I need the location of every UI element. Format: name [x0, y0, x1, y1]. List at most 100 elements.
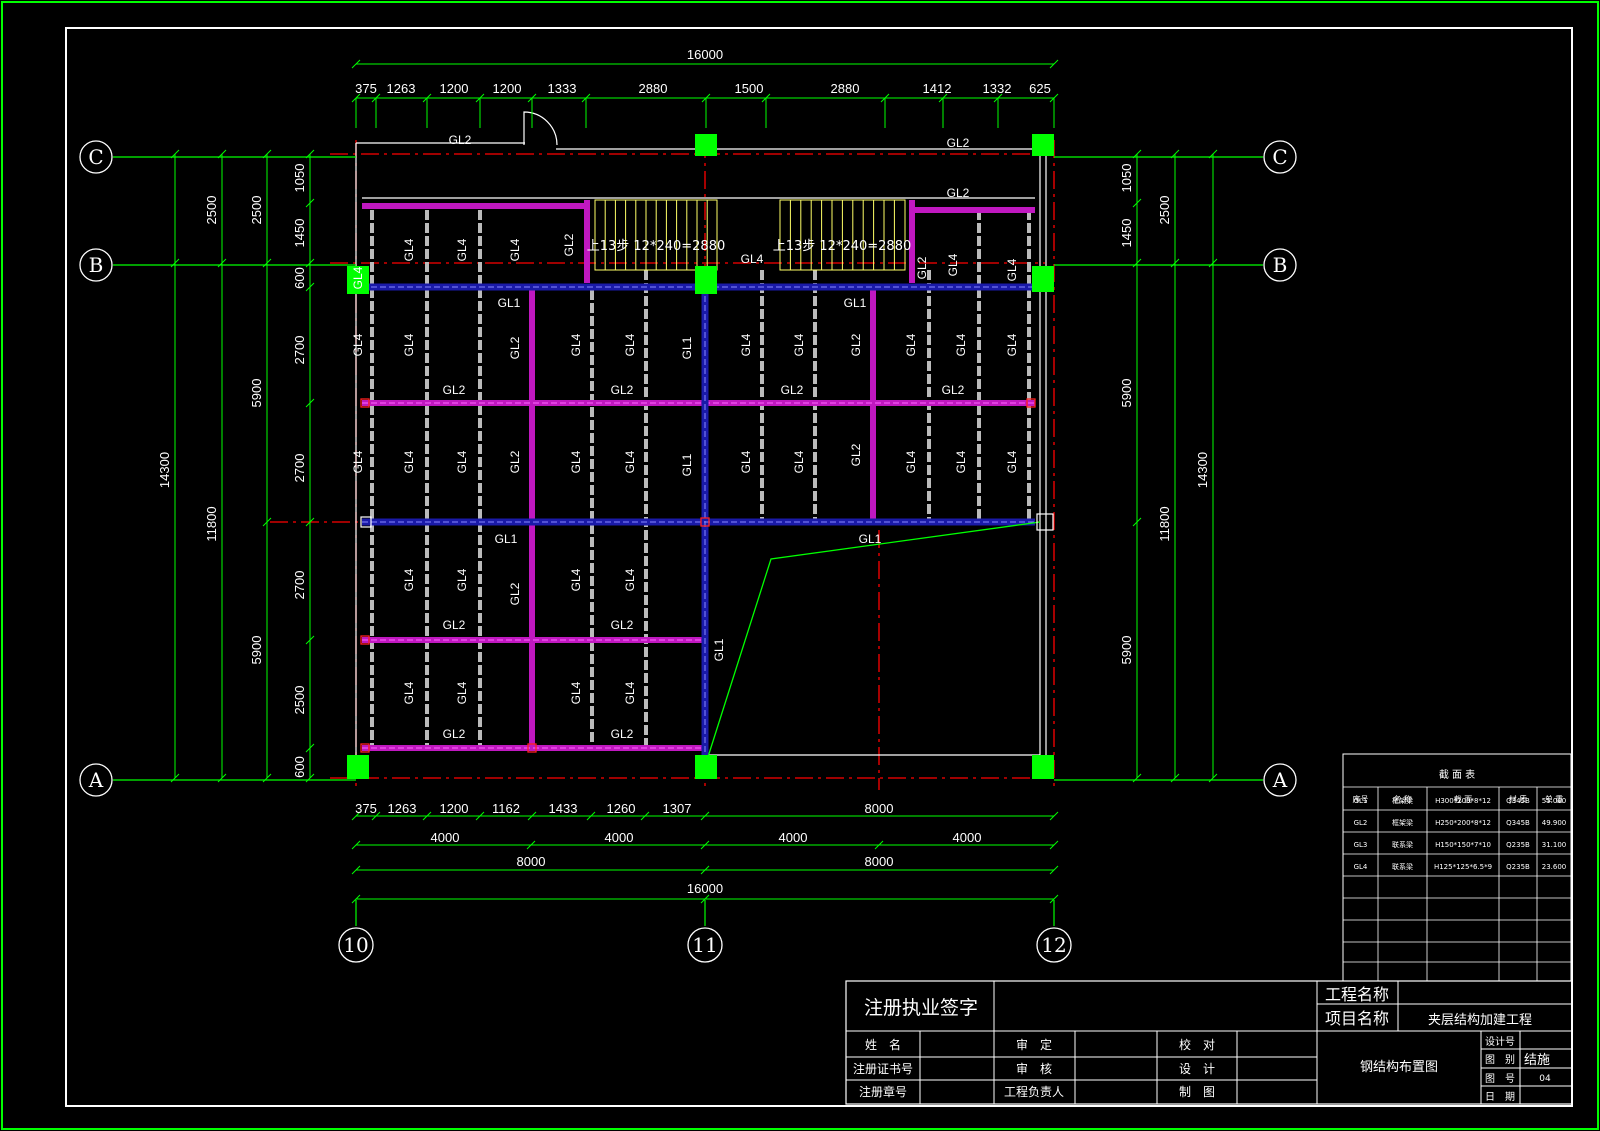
beam-label: GL4 — [508, 238, 522, 261]
table-cell: H125*125*6.5*9 — [1434, 863, 1492, 871]
axis-label-col: 11 — [692, 933, 717, 957]
beam-label: GL4 — [954, 450, 968, 473]
dim-tick — [217, 773, 227, 783]
dim: 1450 — [1119, 219, 1134, 248]
table-header: 单 重 — [1545, 794, 1564, 804]
dim: 1200 — [440, 801, 469, 816]
beam-label: GL2 — [947, 136, 970, 150]
drawing-category: 结施 — [1524, 1053, 1550, 1068]
beam-label: GL4 — [455, 681, 469, 704]
table-cell: H300*200*8*12 — [1435, 797, 1491, 805]
dim-tick — [1049, 840, 1059, 850]
dim-tick — [262, 517, 272, 527]
door-swing-icon — [523, 111, 558, 146]
dim-tick — [1132, 773, 1142, 783]
dim: 1307 — [663, 801, 692, 816]
beam-label: GL4 — [792, 333, 806, 356]
dim-tick — [1049, 865, 1059, 875]
right-dimensions: 1050 1450 5900 5900 2500 11800 14300 — [1119, 164, 1210, 665]
beam-label: GL2 — [849, 333, 863, 356]
axis-bubbles — [79, 140, 1297, 963]
side-label: 图 别 — [1485, 1054, 1515, 1066]
dim-tick — [700, 865, 710, 875]
beam-label: GL4 — [623, 568, 637, 591]
table-cell: H250*200*8*12 — [1435, 819, 1491, 827]
table-cell: GL2 — [1354, 819, 1368, 827]
dim-tick — [1208, 773, 1218, 783]
item-name-label: 项目名称 — [1325, 1009, 1389, 1028]
dim: 4000 — [953, 830, 982, 845]
axis-label-row: C — [1272, 145, 1287, 169]
table-cell: 框架梁 — [1392, 796, 1413, 805]
dim-tick — [305, 282, 315, 292]
dim-tick — [262, 773, 272, 783]
label-approve: 审 定 — [1016, 1037, 1052, 1052]
dim: 5900 — [1119, 636, 1134, 665]
table-cell: Q345B — [1506, 797, 1530, 805]
table-header: 名 称 — [1393, 794, 1412, 804]
dim: 5900 — [1119, 379, 1134, 408]
beam-label: GL4 — [946, 253, 960, 276]
left-dimensions: 14300 11800 2500 2500 5900 5900 1050 145… — [157, 164, 307, 778]
dim-tick — [262, 258, 272, 268]
beam-label: GL4 — [569, 450, 583, 473]
dim-tick — [527, 811, 537, 821]
beam-label: GL4 — [455, 568, 469, 591]
table-cell: 联系梁 — [1392, 840, 1413, 849]
beam-label: GL4 — [954, 333, 968, 356]
dim: 625 — [1029, 81, 1051, 96]
section-table-grid — [1343, 786, 1571, 981]
beam-label: GL4 — [904, 333, 918, 356]
dim: 2700 — [292, 336, 307, 365]
axis-center-lines — [270, 140, 1055, 790]
beam-label: GL2 — [508, 336, 522, 359]
axis-label-row: B — [1273, 253, 1288, 277]
beam-label: GL4 — [741, 252, 764, 266]
beam-label: GL1 — [844, 296, 867, 310]
beam-label: GL2 — [947, 186, 970, 200]
dim-tick — [305, 198, 315, 208]
beam-label: GL4 — [351, 450, 365, 473]
column — [347, 755, 369, 779]
dim-tick — [305, 398, 315, 408]
dim: 4000 — [431, 830, 460, 845]
beam-label: GL2 — [443, 618, 466, 632]
table-cell: GL1 — [1354, 797, 1368, 805]
dim: 4000 — [779, 830, 808, 845]
column — [347, 266, 369, 294]
beam-label: GL2 — [611, 383, 634, 397]
table-cell: H150*150*7*10 — [1435, 841, 1491, 849]
axis-label-col: 10 — [343, 933, 368, 957]
label-review: 审 核 — [1016, 1061, 1052, 1076]
dim-tick — [526, 840, 536, 850]
dim-tick — [1170, 258, 1180, 268]
dimension-ticks — [170, 59, 1218, 904]
project-name-label: 工程名称 — [1325, 985, 1389, 1004]
plan-drawing: C C B B A A 10 11 12 — [79, 47, 1297, 963]
drawing-title: 钢结构布置图 — [1360, 1060, 1438, 1075]
dim-tick — [217, 258, 227, 268]
beam-label: GL4 — [402, 333, 416, 356]
dim-tick — [700, 894, 710, 904]
column — [1032, 266, 1054, 292]
dim-total: 16000 — [687, 881, 723, 896]
beam-label: GL1 — [680, 453, 694, 476]
axis-label-row: C — [88, 145, 103, 169]
dim-tick — [305, 743, 315, 753]
beam-label: GL2 — [443, 727, 466, 741]
beam-label: GL2 — [562, 233, 576, 256]
axis-row-lines — [113, 156, 1263, 926]
beam-label: GL1 — [712, 638, 726, 661]
dim: 1412 — [923, 81, 952, 96]
table-cell: 55.000 — [1542, 797, 1567, 805]
dim-tick — [1132, 198, 1142, 208]
dim: 2500 — [249, 196, 264, 225]
table-cell: Q235B — [1506, 841, 1530, 849]
dim: 8000 — [865, 801, 894, 816]
axis-label-row: B — [89, 253, 104, 277]
dim-tick — [1170, 773, 1180, 783]
drawing-number: 04 — [1539, 1074, 1551, 1084]
dim-tick — [351, 865, 361, 875]
